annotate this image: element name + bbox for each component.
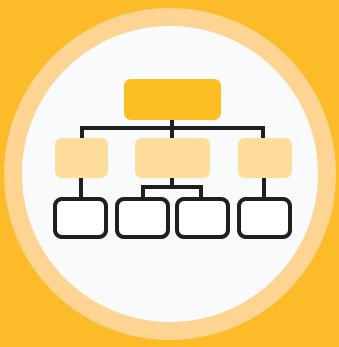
leaf-node-2 bbox=[115, 197, 170, 239]
leaf-node-4 bbox=[237, 197, 292, 239]
top-node bbox=[124, 79, 221, 120]
leaf-node-1 bbox=[53, 197, 108, 239]
leaf-nodes bbox=[53, 197, 292, 239]
mid-node-center bbox=[135, 138, 210, 178]
mid-nodes bbox=[55, 138, 292, 178]
mid-node-right bbox=[238, 138, 292, 178]
leaf-node-3 bbox=[175, 197, 230, 239]
mid-node-left bbox=[55, 138, 108, 178]
connector-lines bbox=[79, 120, 266, 198]
